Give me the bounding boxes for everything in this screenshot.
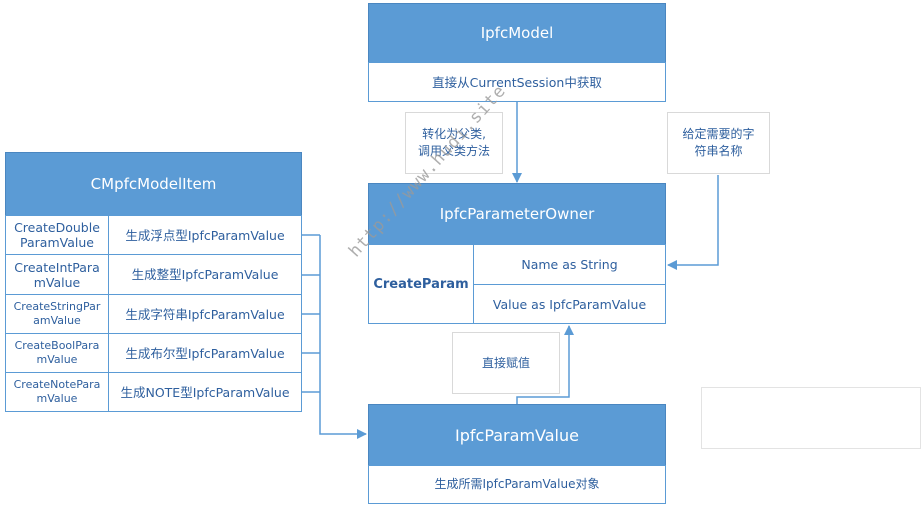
- model-item-row-desc: 生成布尔型IpfcParamValue: [108, 333, 302, 373]
- row-method-part2: amValue: [33, 314, 81, 327]
- model-item-header: CMpfcModelItem: [5, 152, 302, 216]
- note-convert-to-parent: 转化为父类, 调用父类方法: [405, 112, 503, 174]
- model-item-row-desc: 生成浮点型IpfcParamValue: [108, 215, 302, 255]
- empty-box: [701, 387, 921, 449]
- row-method-part1: CreateBoolPara: [14, 339, 100, 352]
- arrow-note-to-name: [667, 175, 719, 270]
- ipfc-model-desc: 直接从CurrentSession中获取: [432, 74, 602, 90]
- param-value-header: IpfcParamValue: [368, 404, 666, 466]
- row-method-part1: CreateIntPara: [14, 259, 100, 275]
- create-param-cell: CreateParam: [368, 244, 474, 324]
- row-desc: 生成浮点型IpfcParamValue: [125, 227, 285, 243]
- row-method-part2: ParamValue: [20, 235, 94, 250]
- row-method-part1: CreateDouble: [14, 220, 100, 235]
- note-name-line2: 符串名称: [694, 144, 743, 158]
- bus-rows: [302, 234, 366, 434]
- param-owner-title: IpfcParameterOwner: [439, 205, 595, 223]
- row-method-part1: CreateStringPar: [13, 300, 101, 313]
- note-direct-assign: 直接赋值: [452, 332, 560, 394]
- note-convert-line1: 转化为父类,: [422, 127, 486, 141]
- param-value-title: IpfcParamValue: [455, 425, 579, 445]
- row-method-part2: mValue: [33, 274, 81, 290]
- create-param-method: CreateParam: [373, 276, 469, 292]
- row-method-part2: mValue: [36, 392, 78, 405]
- row-desc: 生成NOTE型IpfcParamValue: [120, 384, 290, 400]
- param-value-desc: 生成所需IpfcParamValue对象: [434, 477, 600, 491]
- note-direct-assign-text: 直接赋值: [481, 355, 530, 370]
- ipfc-model-header: IpfcModel: [368, 3, 666, 63]
- value-as-paramvalue: Value as IpfcParamValue: [492, 296, 647, 312]
- ipfc-model-title: IpfcModel: [480, 24, 554, 42]
- model-item-row-method: CreateIntPara mValue: [5, 254, 109, 295]
- model-item-row-method: CreateDouble ParamValue: [5, 215, 109, 255]
- name-as-string: Name as String: [521, 257, 618, 272]
- model-item-row-method: CreateStringPar amValue: [5, 294, 109, 334]
- value-as-paramvalue-cell: Value as IpfcParamValue: [473, 284, 666, 324]
- model-item-row-desc: 生成字符串IpfcParamValue: [108, 294, 302, 334]
- model-item-title: CMpfcModelItem: [90, 175, 217, 193]
- note-convert-line2: 调用父类方法: [417, 144, 490, 158]
- note-name-line1: 给定需要的字: [682, 127, 755, 141]
- row-desc: 生成字符串IpfcParamValue: [125, 306, 285, 322]
- model-item-row-method: CreateNotePara mValue: [5, 372, 109, 412]
- ipfc-model-desc-cell: 直接从CurrentSession中获取: [368, 62, 666, 102]
- row-desc: 生成整型IpfcParamValue: [131, 267, 279, 282]
- row-method-part1: CreateNotePara: [13, 378, 101, 391]
- row-method-part2: mValue: [36, 353, 78, 366]
- model-item-row-desc: 生成NOTE型IpfcParamValue: [108, 372, 302, 412]
- name-as-string-cell: Name as String: [473, 244, 666, 285]
- note-string-name: 给定需要的字 符串名称: [667, 112, 770, 174]
- model-item-row-method: CreateBoolPara mValue: [5, 333, 109, 373]
- row-desc: 生成布尔型IpfcParamValue: [125, 345, 285, 361]
- param-value-desc-cell: 生成所需IpfcParamValue对象: [368, 465, 666, 504]
- model-item-row-desc: 生成整型IpfcParamValue: [108, 254, 302, 295]
